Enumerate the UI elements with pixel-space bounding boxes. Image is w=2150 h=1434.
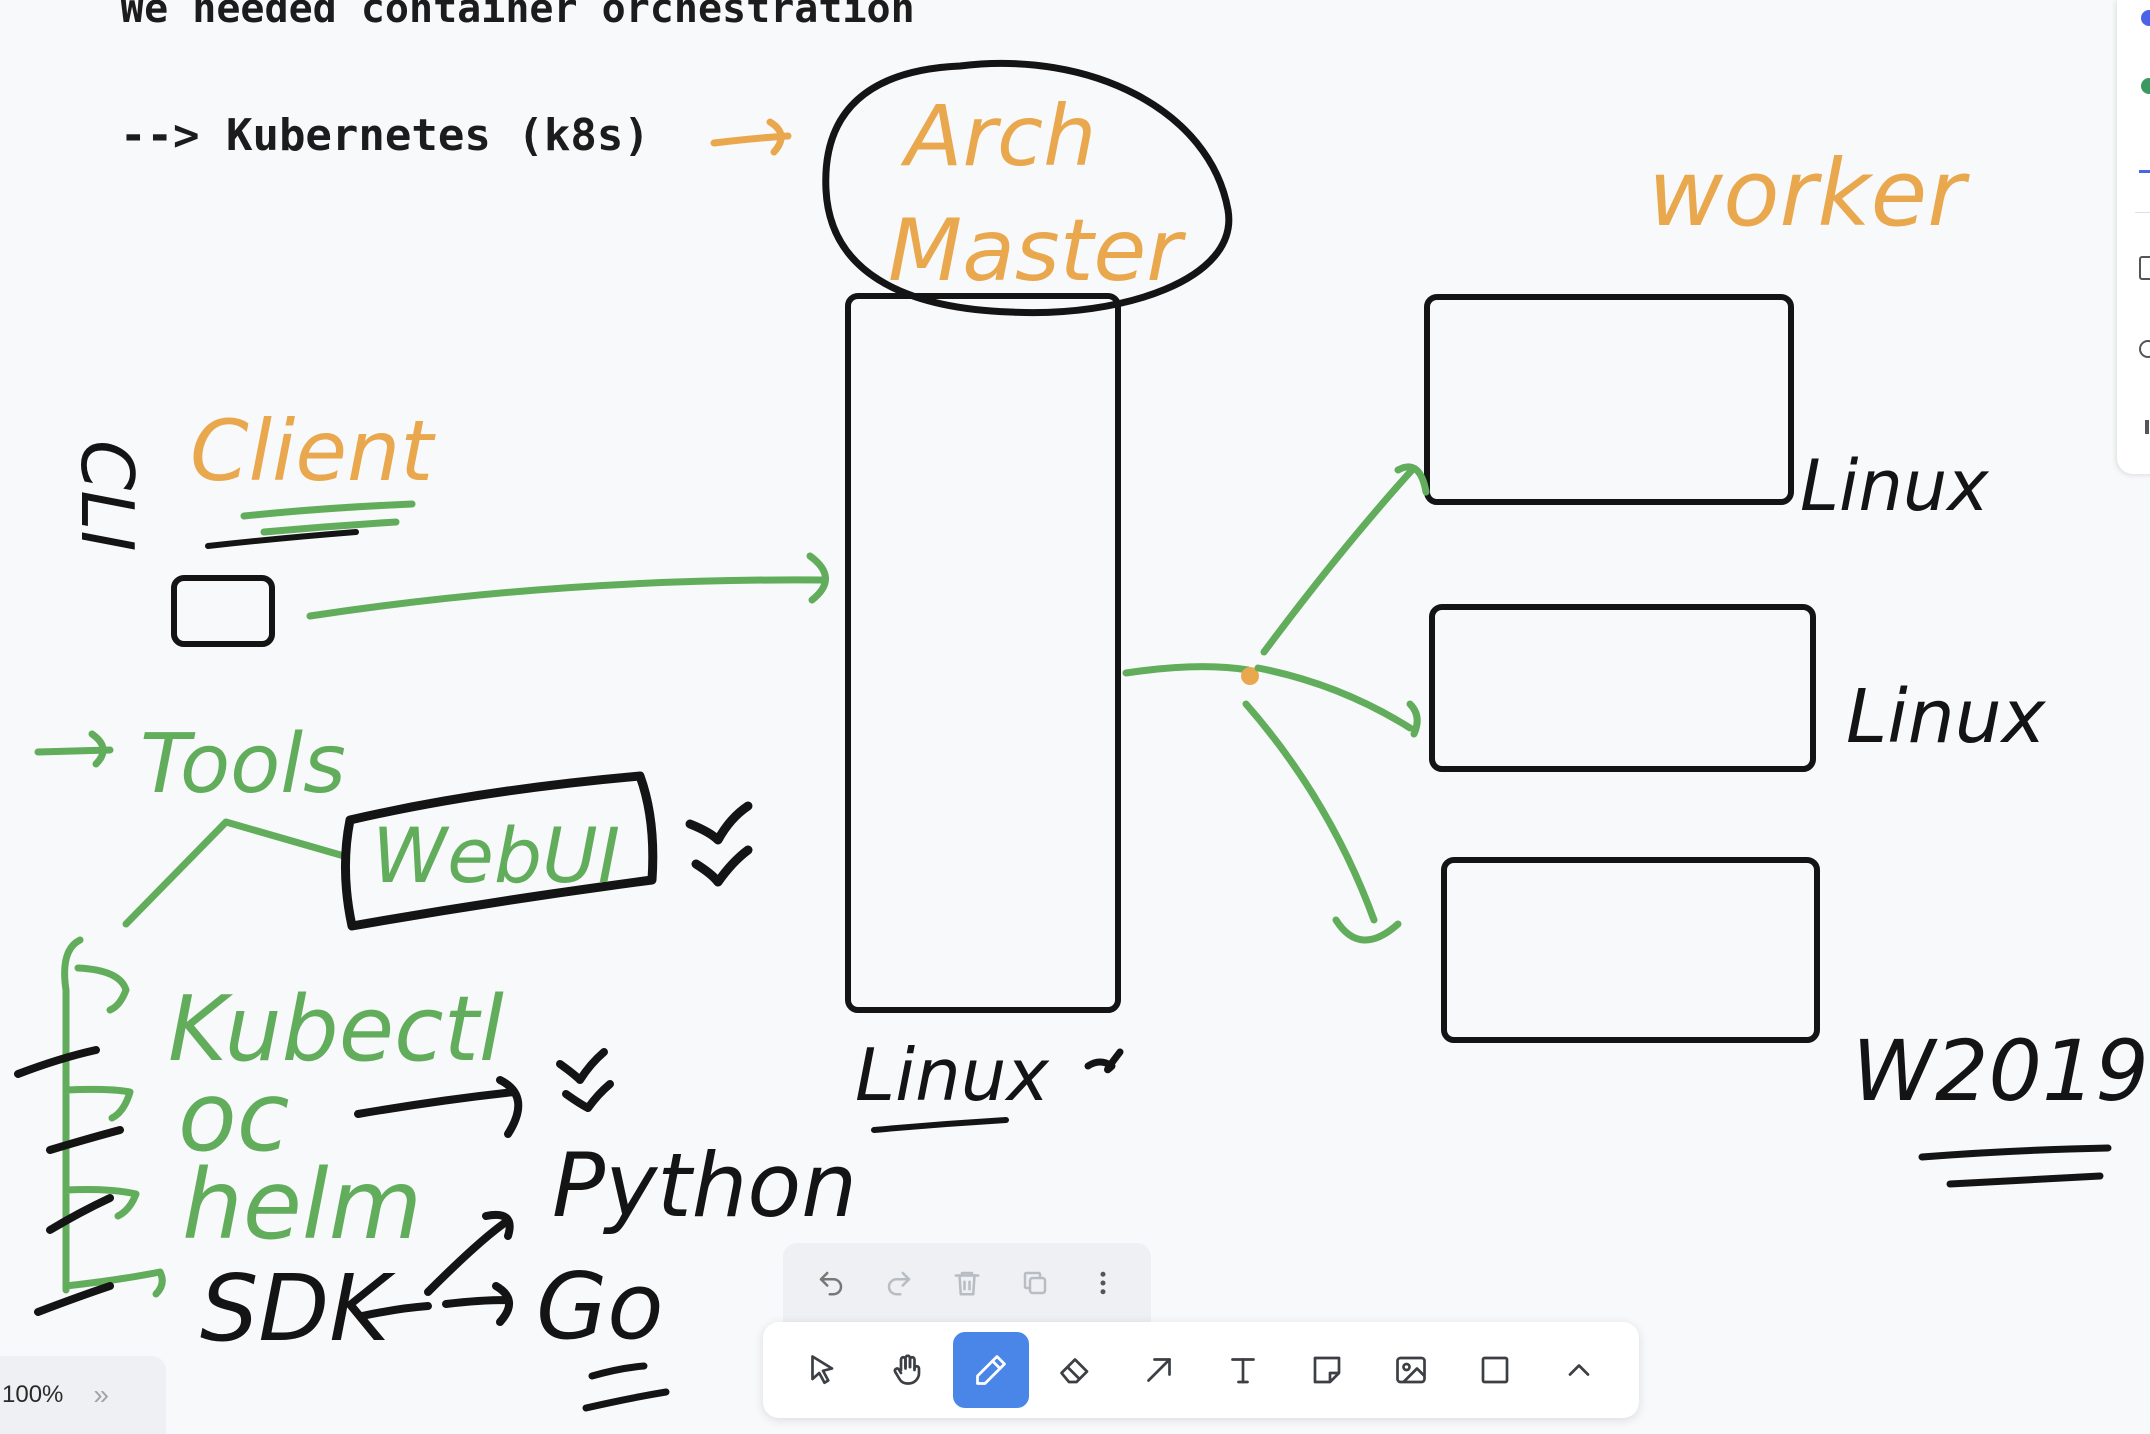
tools-branch-line: [122, 818, 348, 928]
master-out-line: [1122, 663, 1252, 677]
kubernetes-line: --> Kubernetes (k8s): [120, 110, 650, 161]
rectangle-tool-button[interactable]: [1457, 1332, 1533, 1408]
more-options-button[interactable]: [1079, 1259, 1127, 1307]
arrow-tool-button[interactable]: [1121, 1332, 1197, 1408]
master-check-mark: [1084, 1048, 1124, 1074]
heading-text: We needed container orchestration: [120, 0, 915, 32]
webui-label: WebUI: [372, 811, 620, 900]
arrow-to-worker-1: [1260, 463, 1430, 656]
duplicate-button[interactable]: [1011, 1259, 1059, 1307]
worker-box-3: [1441, 857, 1820, 1043]
client-underline-black: [205, 529, 359, 549]
client-to-master-arrow: [306, 552, 829, 620]
green-color-dot[interactable]: [2141, 78, 2150, 94]
more-vertical-icon: [1100, 1271, 1106, 1295]
client-label: Client: [190, 402, 436, 500]
cli-label: CLI: [65, 440, 149, 552]
text-icon: [1231, 1358, 1255, 1384]
worker-box-2: [1429, 604, 1816, 772]
kubectl-label: Kubectl: [168, 977, 504, 1082]
stroke-width-indicator[interactable]: [2139, 170, 2150, 173]
tools-label: Tools: [140, 717, 346, 812]
trash-icon: [954, 1271, 980, 1296]
hand-icon: [893, 1354, 921, 1385]
clipboard-icon[interactable]: [2139, 256, 2150, 280]
zoom-level[interactable]: 100%: [2, 1381, 64, 1408]
redo-button[interactable]: [875, 1259, 923, 1307]
pen-tool-button[interactable]: [953, 1332, 1029, 1408]
arrow-to-worker-3: [1242, 700, 1402, 944]
worker-1-os-label: Linux: [1800, 445, 1989, 527]
sticky-note-icon: [1313, 1356, 1341, 1384]
tools-arrow: [34, 730, 114, 768]
webui-box: [340, 771, 658, 931]
arch-label: Arch: [900, 87, 1096, 185]
side-divider: [2135, 212, 2150, 213]
oc-arrow: [354, 1076, 523, 1138]
master-ellipse: [822, 59, 1233, 317]
branch-point: [1241, 667, 1259, 685]
master-node-box: [845, 293, 1121, 1013]
main-toolbar: [763, 1322, 1639, 1418]
sdk-go-arrow: [358, 1282, 513, 1326]
delete-button[interactable]: [943, 1259, 991, 1307]
pencil-icon: [976, 1355, 1006, 1385]
sdk-label: SDK: [200, 1255, 396, 1362]
zoom-control: 100% »: [0, 1356, 166, 1434]
strike-marks: [14, 1046, 124, 1316]
worker-label: worker: [1648, 140, 1970, 247]
master-os-underline: [871, 1117, 1009, 1133]
side-panel: [2117, 0, 2150, 474]
worker-3-os-label: W2019: [1852, 1022, 2149, 1120]
master-os-label: Linux: [855, 1033, 1050, 1117]
python-label: Python: [552, 1134, 857, 1237]
select-tool-button[interactable]: [785, 1332, 861, 1408]
blue-color-dot[interactable]: [2141, 10, 2150, 26]
oc-label: oc: [178, 1061, 290, 1173]
arrow-to-worker-2: [1254, 664, 1421, 738]
collapse-chevron-icon[interactable]: »: [93, 1379, 109, 1410]
edit-toolbar: [783, 1243, 1151, 1323]
sdk-python-arrow: [424, 1211, 514, 1296]
eraser-tool-button[interactable]: [1037, 1332, 1113, 1408]
go-underline: [582, 1362, 670, 1412]
text-tool-button[interactable]: [1205, 1332, 1281, 1408]
helm-label: helm: [182, 1149, 422, 1261]
chevron-up-icon: [1568, 1364, 1590, 1376]
client-underline-green: [240, 500, 416, 536]
webui-check-marks: [685, 801, 753, 887]
redo-icon: [887, 1271, 911, 1296]
hand-tool-button[interactable]: [869, 1332, 945, 1408]
more-tools-button[interactable]: [1541, 1332, 1617, 1408]
image-tool-button[interactable]: [1373, 1332, 1449, 1408]
undo-icon: [819, 1271, 843, 1296]
duplicate-icon: [1023, 1271, 1047, 1295]
oc-check-marks: [556, 1048, 614, 1112]
image-icon: [1396, 1356, 1426, 1384]
master-label: Master: [888, 201, 1186, 301]
worker-box-1: [1424, 294, 1794, 505]
tools-tree-bracket: [61, 936, 166, 1298]
go-label: Go: [536, 1253, 664, 1360]
undo-button[interactable]: [807, 1259, 855, 1307]
worker-2-os-label: Linux: [1846, 674, 2047, 760]
w2019-underline: [1918, 1144, 2112, 1188]
sticky-note-tool-button[interactable]: [1289, 1332, 1365, 1408]
client-box: [171, 575, 275, 647]
more-icon[interactable]: [2145, 420, 2149, 434]
rectangle-icon: [1481, 1356, 1509, 1384]
k8s-arrow: [710, 118, 792, 156]
eraser-icon: [1060, 1358, 1089, 1384]
arrow-icon: [1147, 1358, 1171, 1382]
cursor-icon: [811, 1355, 834, 1385]
circle-icon[interactable]: [2139, 340, 2150, 358]
